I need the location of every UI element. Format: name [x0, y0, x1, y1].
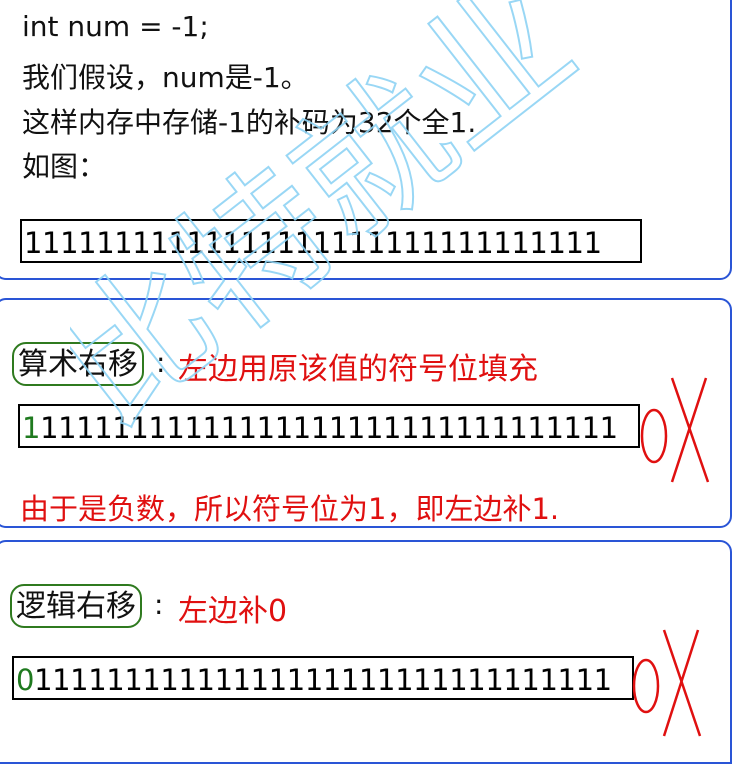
bits-box-original: 11111111111111111111111111111111 — [20, 219, 642, 263]
fill-bit: 0 — [16, 663, 35, 697]
arithmetic-shift-label: 算术右移 — [12, 342, 144, 386]
panel-complement — [0, 0, 732, 280]
cross-stroke — [662, 629, 700, 737]
discard-bit-circle — [640, 408, 668, 464]
logical-shift-description: 左边补0 — [178, 594, 288, 629]
logical-shift-label: 逻辑右移 — [10, 584, 142, 628]
arithmetic-shift-description: 左边用原该值的符号位填充 — [178, 352, 538, 387]
panel-arithmetic-shift — [0, 298, 732, 528]
sign-bit: 1 — [22, 411, 41, 445]
text-line: 如图： — [22, 150, 107, 183]
shifted-bits: 11111111111111111111111111111111 — [40, 411, 618, 445]
panel-logical-shift — [0, 540, 732, 764]
colon: : — [154, 588, 164, 621]
bits-box-logical: 011111111111111111111111111111111 — [12, 656, 634, 700]
discard-bit-mark — [640, 377, 710, 483]
text-line: 我们假设，num是-1。 — [22, 61, 309, 94]
colon: : — [156, 346, 166, 379]
discard-bit-circle — [632, 658, 660, 714]
text-line: 这样内存中存储-1的补码为32个全1. — [22, 106, 477, 139]
discard-bit-mark — [632, 629, 702, 737]
cross-stroke — [670, 377, 708, 483]
arithmetic-shift-note: 由于是负数，所以符号位为1，即左边补1. — [20, 492, 560, 526]
code-line: int num = -1; — [22, 10, 209, 43]
shifted-bits: 11111111111111111111111111111111 — [34, 663, 612, 697]
bits-box-arithmetic: 111111111111111111111111111111111 — [18, 404, 640, 448]
